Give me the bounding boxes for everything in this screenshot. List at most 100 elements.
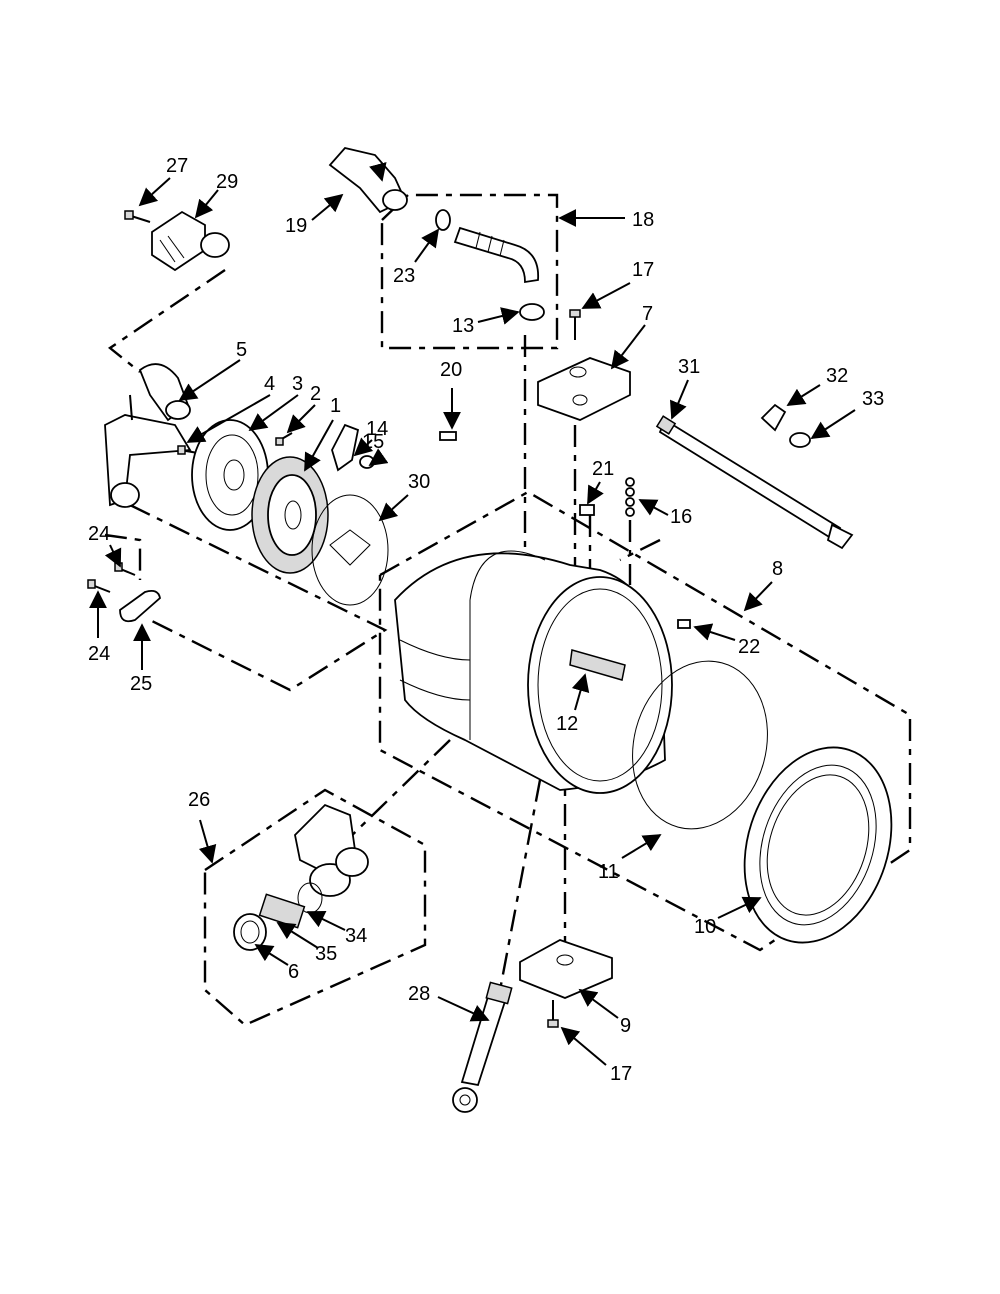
part-21-block: [579, 504, 595, 516]
leader-15: [368, 448, 389, 467]
callout-4: 4: [264, 373, 275, 395]
callout-28: 28: [408, 983, 430, 1005]
callout-17-bottom: 17: [610, 1063, 632, 1085]
leader-8: [743, 581, 773, 612]
leader-13: [477, 307, 520, 325]
callout-27: 27: [166, 155, 188, 177]
leader-10: [717, 896, 762, 919]
leader-31: [669, 379, 689, 420]
callout-31: 31: [678, 356, 700, 378]
callout-30: 30: [408, 471, 430, 493]
part-20-clip: [439, 431, 457, 441]
part-17-screw-bottom: [547, 1000, 559, 1028]
leader-32: [786, 384, 821, 406]
assembly-outlines: [104, 193, 912, 1027]
part-5-elbow: [138, 363, 191, 422]
leader-30: [378, 494, 409, 522]
callout-9: 9: [620, 1015, 631, 1037]
leader-29: [194, 189, 219, 219]
leader-28: [437, 996, 490, 1022]
leader-26: [198, 819, 217, 864]
part-27-screw: [124, 210, 151, 223]
callout-12: 12: [556, 713, 578, 735]
leader-23: [414, 228, 440, 263]
part-26-pump: [294, 803, 369, 897]
part-12-baffle: [569, 649, 626, 681]
part-31-vent-hose: [655, 415, 854, 550]
part-14-bracket: [331, 423, 360, 472]
callout-8: 8: [772, 558, 783, 580]
path-31-to-tub: [619, 538, 661, 562]
leader-arrows: [89, 177, 856, 1066]
part-28-damper: [452, 981, 513, 1113]
callout-7: 7: [642, 303, 653, 325]
leader-4: [186, 394, 271, 443]
part-9-bracket: [519, 939, 613, 999]
leader-11: [621, 834, 662, 859]
part-15-clip: [359, 455, 375, 469]
leader-27: [138, 177, 171, 207]
callout-32: 32: [826, 365, 848, 387]
callout-33: 33: [862, 388, 884, 410]
leader-14: [353, 437, 374, 457]
path-dispenser-to-hose: [107, 269, 226, 373]
part-32-clip: [760, 403, 787, 432]
part-23-clamp: [435, 209, 451, 231]
callout-21: 21: [592, 458, 614, 480]
part-30-shield: [311, 494, 389, 606]
leader-35: [276, 922, 319, 949]
callout-15: 15: [362, 431, 384, 453]
part-33-clamp: [789, 432, 811, 448]
part-2-screw: [275, 432, 293, 446]
callout-19: 19: [285, 215, 307, 237]
leader-16: [638, 499, 669, 516]
group-26-outline: [203, 788, 427, 1027]
callout-labels: 27 29 19 18 23 17 13 7 5 20 31 32 4 3 2 …: [88, 155, 884, 1085]
part-19-inlet-fitting: [328, 147, 408, 214]
leader-21: [587, 481, 604, 505]
callout-16: 16: [670, 506, 692, 528]
part-18-inlet-hose: [453, 226, 539, 284]
leader-24-upper: [104, 544, 122, 568]
parts: [87, 147, 893, 1113]
part-24-screw-upper: [114, 562, 136, 576]
part-7-bracket: [537, 357, 631, 421]
callout-1: 1: [330, 395, 341, 417]
callout-13: 13: [452, 315, 474, 337]
path-25-to-24: [104, 533, 142, 580]
callout-24-upper: 24: [88, 523, 110, 545]
part-22-clip: [677, 619, 691, 629]
callout-11: 11: [598, 861, 619, 883]
callout-29: 29: [216, 171, 238, 193]
leader-6: [254, 944, 289, 966]
part-17-screw-top: [569, 309, 581, 340]
path-tub-to-pump: [344, 739, 451, 843]
leader-1: [304, 419, 334, 472]
callout-17-top: 17: [632, 259, 654, 281]
callout-2: 2: [310, 383, 321, 405]
leader-17-top: [581, 282, 631, 309]
callout-24-lower: 24: [88, 643, 110, 665]
leader-3: [248, 394, 299, 432]
leader-7: [610, 324, 646, 370]
leader-19: [311, 193, 344, 221]
part-35-filter: [258, 893, 306, 929]
leader-22: [693, 623, 736, 641]
part-11-gasket: [632, 660, 768, 830]
part-8-tub: [394, 550, 673, 794]
callout-10: 10: [694, 916, 716, 938]
leader-9: [578, 988, 619, 1019]
callout-18: 18: [632, 209, 654, 231]
part-6-cap: [233, 913, 267, 951]
part-29-dispenser-hose: [151, 210, 230, 272]
part-13-clamp: [519, 303, 545, 321]
leader-17-bottom: [560, 1026, 607, 1066]
callout-6: 6: [288, 961, 299, 983]
part-24-screw-lower: [87, 579, 111, 593]
leader-5: [178, 359, 241, 401]
callout-23: 23: [393, 265, 415, 287]
callout-20: 20: [440, 359, 462, 381]
leader-33: [810, 409, 856, 439]
callout-26: 26: [188, 789, 210, 811]
